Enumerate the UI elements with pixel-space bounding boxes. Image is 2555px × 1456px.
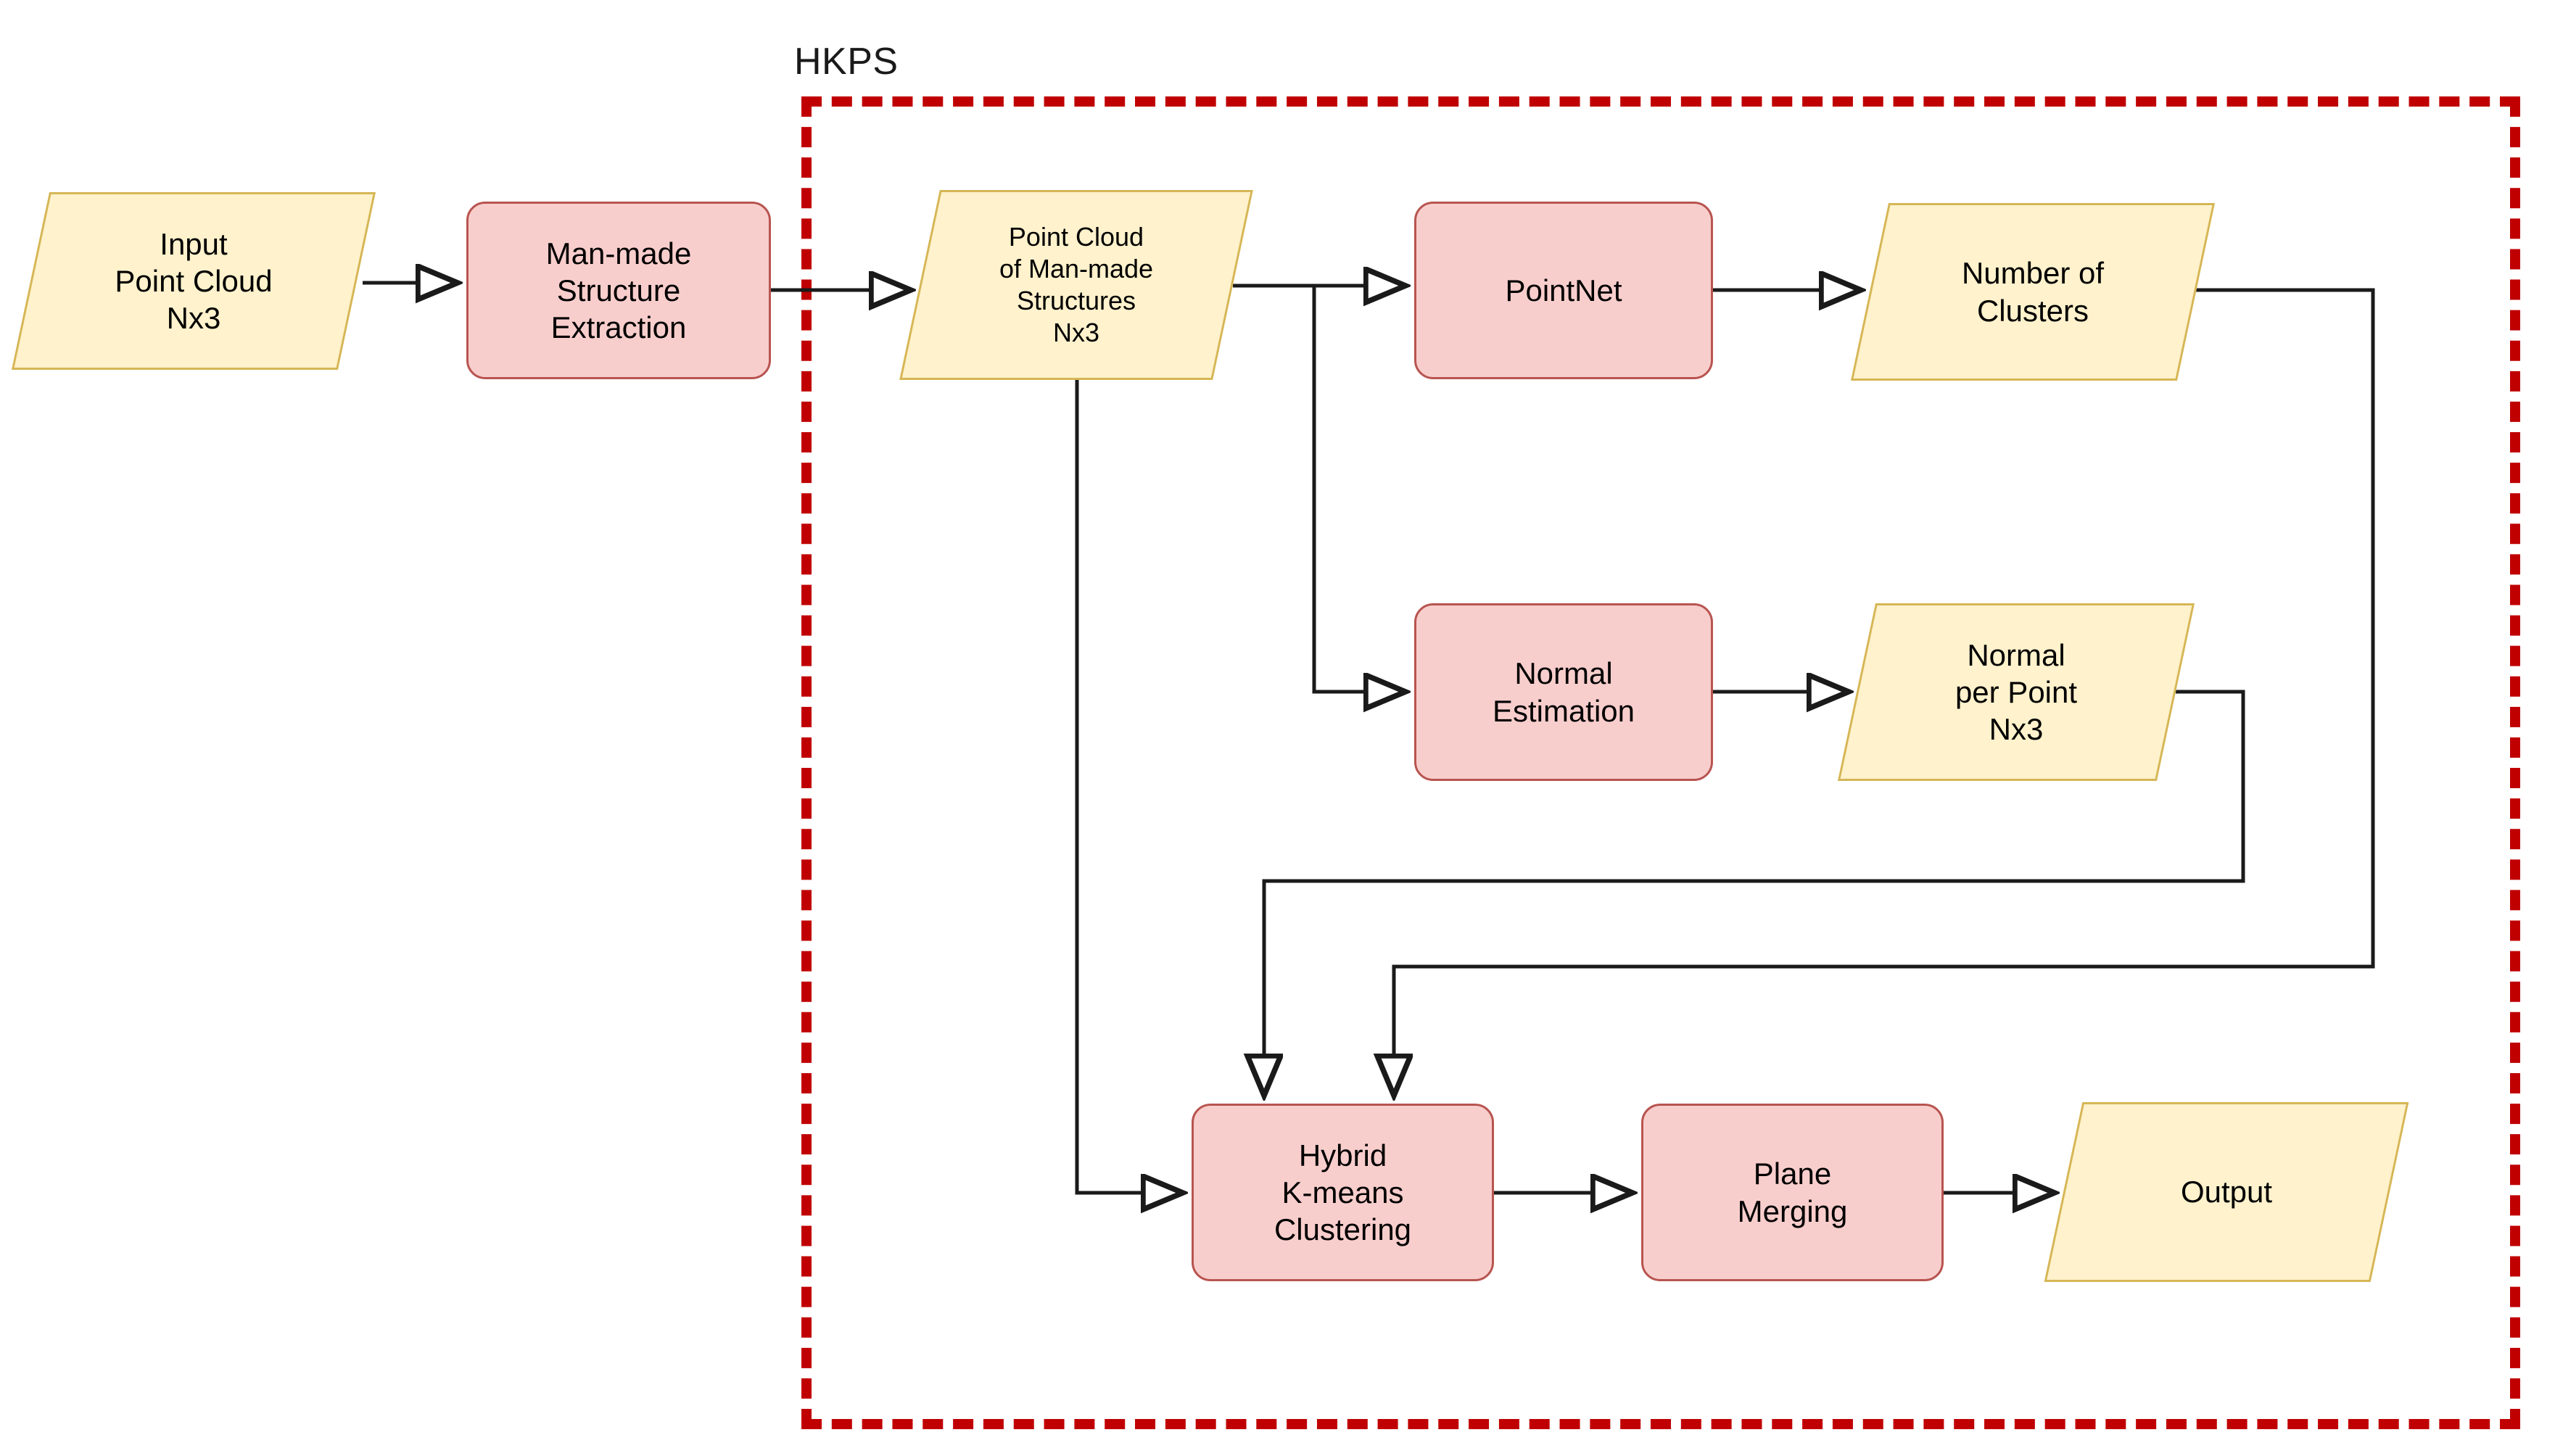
normal-estimation-node-label: Normal Estimation [1492,656,1635,728]
man-made-structure-extraction-node[interactable]: Man-made Structure Extraction [466,202,771,379]
pointnet-node[interactable]: PointNet [1414,202,1713,379]
number-of-clusters-node[interactable]: Number of Clusters [1850,203,2216,381]
output-node-label: Output [2180,1175,2273,1209]
point-cloud-of-man-made-structures-node-label: Point Cloud of Man-made Structures Nx3 [999,222,1154,347]
input-point-cloud-node-label: Input Point Cloud Nx3 [115,226,273,336]
point-cloud-of-man-made-structures-node[interactable]: Point Cloud of Man-made Structures Nx3 [899,190,1253,380]
normal-per-point-node[interactable]: Normal per Point Nx3 [1837,603,2195,781]
hkps-group-label: HKPS [794,41,899,83]
hybrid-kmeans-clustering-node-label: Hybrid K-means Clustering [1274,1138,1412,1247]
plane-merging-node-label: Plane Merging [1737,1157,1848,1228]
output-node[interactable]: Output [2044,1102,2409,1282]
input-point-cloud-node[interactable]: Input Point Cloud Nx3 [11,192,376,370]
hkps-group-box [801,96,2520,1429]
plane-merging-node[interactable]: Plane Merging [1641,1104,1944,1281]
hybrid-kmeans-clustering-node[interactable]: Hybrid K-means Clustering [1192,1104,1494,1281]
pointnet-node-label: PointNet [1505,273,1622,307]
normal-estimation-node[interactable]: Normal Estimation [1414,603,1713,781]
normal-per-point-node-label: Normal per Point Nx3 [1955,637,2078,747]
man-made-structure-extraction-node-label: Man-made Structure Extraction [545,236,692,345]
number-of-clusters-node-label: Number of Clusters [1961,256,2105,328]
